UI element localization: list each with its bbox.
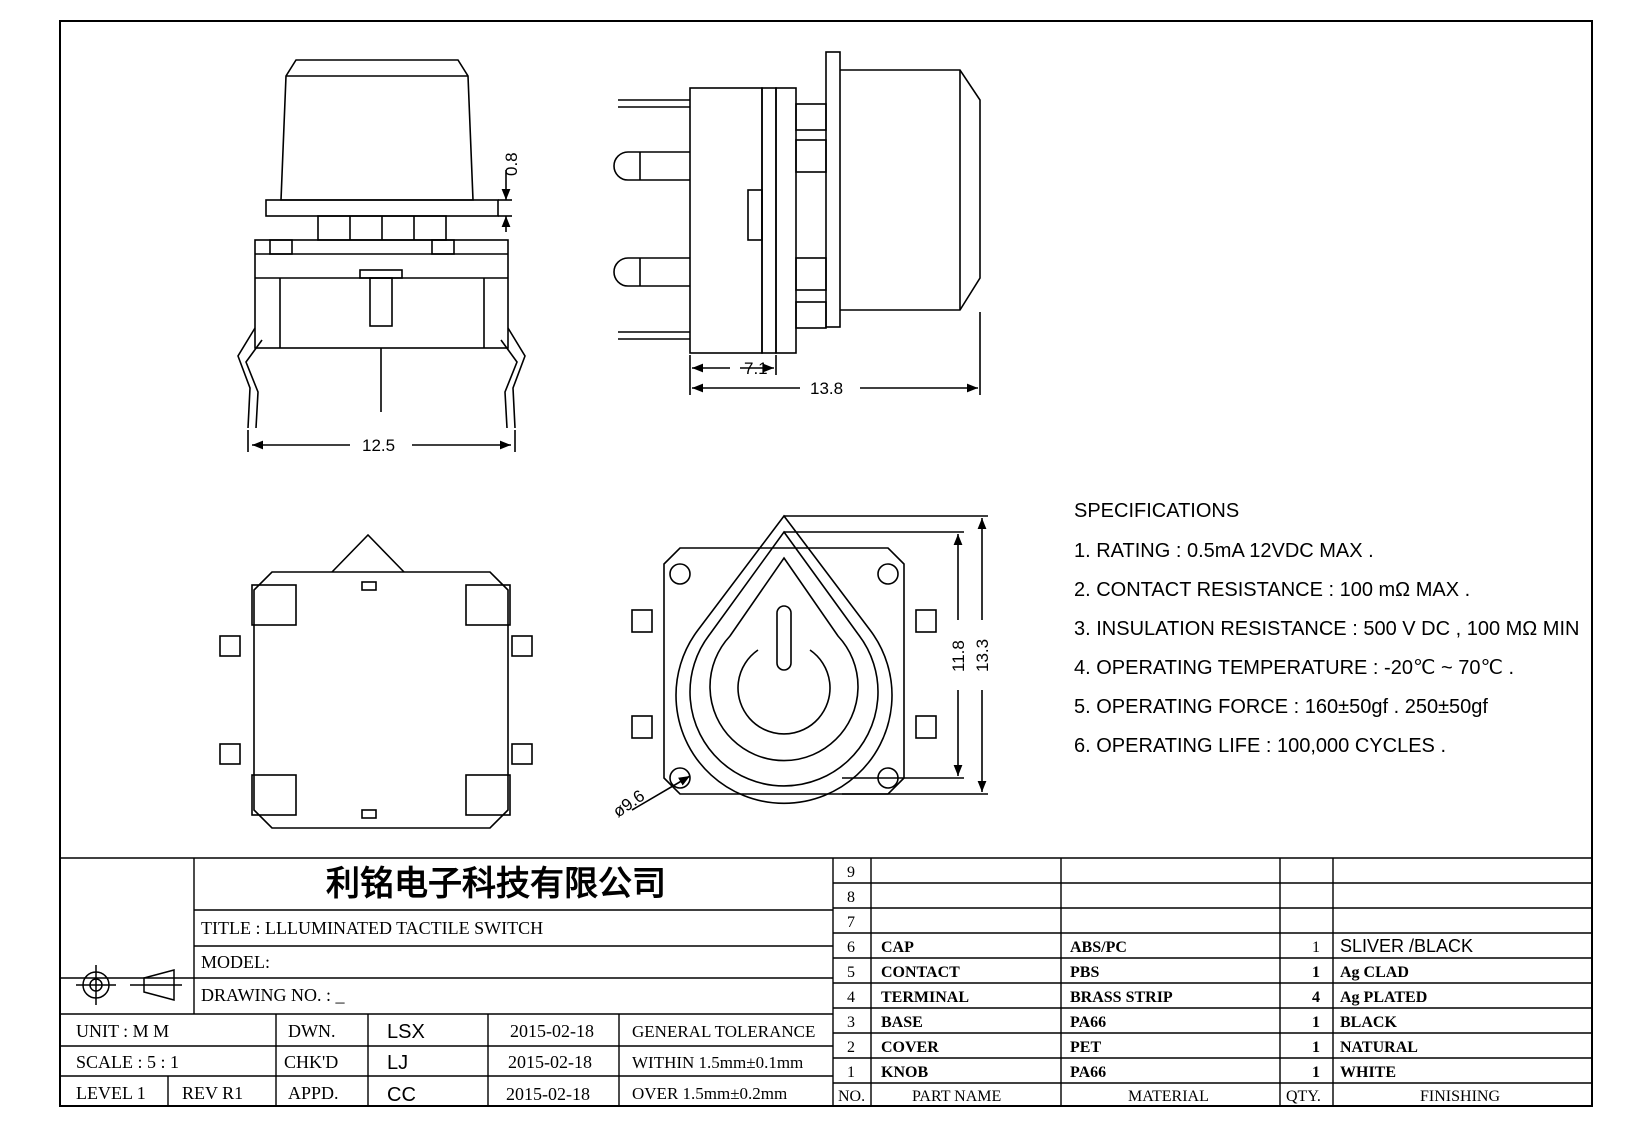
bottom-view <box>219 533 533 829</box>
bom-header-material: MATERIAL <box>1128 1088 1209 1105</box>
bom-row-material: PA66 <box>1070 1064 1106 1081</box>
bom-table: 9 8 7 6 5 4 3 2 1 CAP CONTACT TERMINAL B… <box>838 864 1500 1105</box>
bom-row-part: KNOB <box>881 1064 928 1081</box>
dim-7-1: 7.1 <box>744 359 768 378</box>
bom-row-part: COVER <box>881 1039 939 1056</box>
title-block-grid <box>60 857 1592 1106</box>
bom-header-qty: QTY. <box>1286 1088 1321 1105</box>
bom-row-finishing: BLACK <box>1340 1014 1397 1031</box>
specifications: SPECIFICATIONS 1. RATING : 0.5mA 12VDC M… <box>1074 500 1579 757</box>
drawing-title: TITLE : LLLUMINATED TACTILE SWITCH <box>201 918 543 938</box>
bom-row-no: 8 <box>847 889 855 906</box>
bom-header-no: NO. <box>838 1088 865 1105</box>
bom-row-material: BRASS STRIP <box>1070 989 1173 1006</box>
bom-row-material: PET <box>1070 1039 1101 1056</box>
bom-row-part: CAP <box>881 939 914 956</box>
projection-symbol-icon <box>76 965 182 1005</box>
bom-row-qty: 1 <box>1312 1064 1320 1081</box>
bom-row-no: 4 <box>847 989 855 1006</box>
chkd-label: CHK'D <box>284 1052 338 1072</box>
bom-header-part-name: PART NAME <box>912 1088 1001 1105</box>
bom-row-qty: 1 <box>1312 1039 1320 1056</box>
bom-row-finishing: NATURAL <box>1340 1039 1418 1056</box>
specifications-heading: SPECIFICATIONS <box>1074 500 1239 522</box>
bom-row-no: 2 <box>847 1039 855 1056</box>
side-view <box>613 51 981 395</box>
bom-header-finishing: FINISHING <box>1420 1088 1500 1105</box>
bom-row-no: 3 <box>847 1014 855 1031</box>
bom-row-material: PA66 <box>1070 1014 1106 1031</box>
bom-row-finishing: WHITE <box>1340 1064 1396 1081</box>
dwn-date: 2015-02-18 <box>510 1021 594 1041</box>
dim-9-6: ø9.6 <box>609 786 648 821</box>
bom-row-part: BASE <box>881 1014 923 1031</box>
bom-row-qty: 4 <box>1312 989 1320 1006</box>
dim-11-8: 11.8 <box>949 640 968 672</box>
level-label: LEVEL 1 <box>76 1083 146 1103</box>
top-view <box>631 514 988 811</box>
bom-row-qty: 1 <box>1312 939 1320 956</box>
front-view <box>237 59 526 452</box>
bom-row-finishing: SLIVER /BLACK <box>1340 936 1473 956</box>
outer-frame <box>59 20 1593 1107</box>
bom-row-no: 1 <box>847 1064 855 1081</box>
drawing-no-label: DRAWING NO. : _ <box>201 985 346 1005</box>
general-tolerance: GENERAL TOLERANCE <box>632 1022 815 1041</box>
bom-row-no: 9 <box>847 864 855 881</box>
dwn-label: DWN. <box>288 1021 336 1041</box>
dwn-by: LSX <box>387 1021 425 1043</box>
bom-row-no: 7 <box>847 914 855 931</box>
appd-date: 2015-02-18 <box>506 1084 590 1104</box>
bom-row-no: 5 <box>847 964 855 981</box>
spec-item: 5. OPERATING FORCE : 160±50gf . 250±50gf <box>1074 696 1488 718</box>
spec-item: 4. OPERATING TEMPERATURE : -20℃ ~ 70℃ . <box>1074 657 1514 679</box>
bom-row-qty: 1 <box>1312 1014 1320 1031</box>
tolerance-over: OVER 1.5mm±0.2mm <box>632 1084 787 1103</box>
spec-item: 6. OPERATING LIFE : 100,000 CYCLES . <box>1074 735 1446 757</box>
bom-row-finishing: Ag PLATED <box>1340 989 1427 1006</box>
bom-row-part: CONTACT <box>881 964 960 981</box>
tolerance-within: WITHIN 1.5mm±0.1mm <box>632 1053 803 1072</box>
chkd-by: LJ <box>387 1052 408 1074</box>
unit-label: UNIT : M M <box>76 1021 169 1041</box>
dim-13-8: 13.8 <box>810 379 843 398</box>
dim-13-3: 13.3 <box>973 639 992 672</box>
rev-label: REV R1 <box>182 1083 243 1103</box>
scale-label: SCALE : 5 : 1 <box>76 1052 179 1072</box>
dim-0-8: 0.8 <box>502 152 521 176</box>
company-name: 利铭电子科技有限公司 <box>326 865 666 903</box>
appd-by: CC <box>387 1084 416 1106</box>
bom-row-qty: 1 <box>1312 964 1320 981</box>
spec-item: 3. INSULATION RESISTANCE : 500 V DC , 10… <box>1074 618 1579 640</box>
bom-row-finishing: Ag CLAD <box>1340 964 1409 981</box>
spec-item: 2. CONTACT RESISTANCE : 100 mΩ MAX . <box>1074 579 1470 601</box>
bom-row-material: PBS <box>1070 964 1099 981</box>
bom-row-part: TERMINAL <box>881 989 969 1006</box>
model-label: MODEL: <box>201 952 270 972</box>
dim-12-5: 12.5 <box>362 436 395 455</box>
appd-label: APPD. <box>288 1083 339 1103</box>
bom-row-material: ABS/PC <box>1070 939 1127 956</box>
bom-row-no: 6 <box>847 939 855 956</box>
spec-item: 1. RATING : 0.5mA 12VDC MAX . <box>1074 540 1374 562</box>
chkd-date: 2015-02-18 <box>508 1052 592 1072</box>
